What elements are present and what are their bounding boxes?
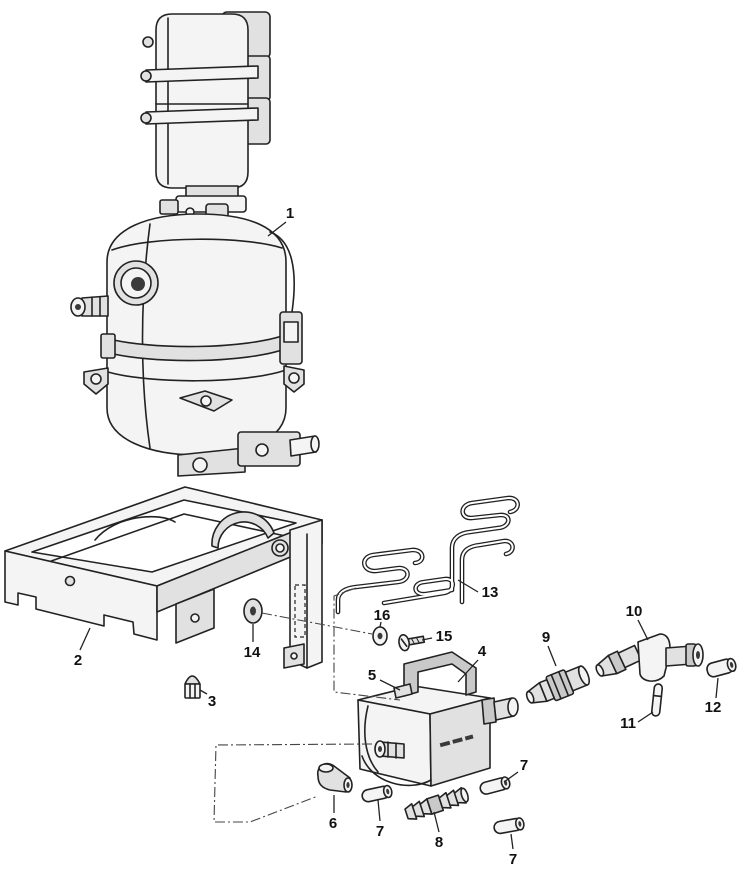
callout-leader-11 [637,711,654,723]
callout-label-12: 12 [705,699,722,716]
pump-inlet [374,740,405,759]
terminal-tab [140,112,152,124]
push-fit-elbow [595,633,704,682]
callout-label-8: 8 [435,834,443,851]
callout-leader-5 [379,679,401,691]
boiler-side-fitting [70,295,109,317]
callout-leader-1 [267,221,287,237]
callout-label-7c: 7 [509,851,517,868]
callout-label-10: 10 [626,603,643,620]
frame-hole [64,575,76,587]
callout-label-2: 2 [74,652,82,669]
callout-leader-12 [715,677,719,699]
tube-connector [479,776,511,795]
callout-label-1: 1 [286,205,294,222]
callout-label-14: 14 [244,644,261,661]
callout-label-16: 16 [374,607,391,624]
mounting-lug [283,365,305,393]
callout-leader-7a [377,799,381,822]
callout-leader-15 [421,637,433,641]
callout-leader-8 [433,811,440,833]
boiler-body [106,213,287,456]
callout-label-15: 15 [436,628,453,645]
mounting-lug [179,390,233,412]
callout-label-3: 3 [208,693,216,710]
bracket-frame [4,486,323,669]
callout-leader-2 [79,627,91,651]
callout-leader-10 [637,619,649,641]
callout-label-9: 9 [542,629,550,646]
callout-leader-7b [503,771,519,783]
thermostat-wire [269,231,295,313]
frame-front-plate [4,550,158,641]
tube-connector [493,817,525,835]
frame-rear-leg [289,519,323,669]
callout-labels: 1 2 3 4 5 6 7 7 7 8 9 10 11 12 13 14 15 … [74,205,722,868]
mounting-lug [83,367,109,395]
callout-label-11: 11 [620,715,636,732]
callout-leader-13 [457,579,479,593]
top-fitting [159,199,179,215]
callout-leader-7c [510,833,514,850]
callout-label-4: 4 [478,643,487,660]
callout-label-7b: 7 [520,757,528,774]
callout-label-7a: 7 [376,823,384,840]
strap-buckle [100,333,116,359]
callout-leader-4 [457,659,479,683]
pump-bracket-tab [393,683,413,699]
callout-leader-16 [379,621,382,628]
screw [398,633,426,652]
boiler-outlet-fittings [177,431,320,477]
callout-leader-3 [199,689,208,695]
callout-label-6: 6 [329,815,337,832]
barbed-adapter [404,786,469,820]
washer-small [372,626,388,646]
hex-adapter [525,665,591,704]
elbow-fitting [316,762,353,793]
frame-round-cutout [211,511,275,549]
pump-label-marking [439,734,474,748]
terminal-tab [140,70,152,82]
assembly-lines [213,587,401,823]
thermostat-front-housing [155,13,249,189]
terminal-tab [142,36,154,48]
callout-label-5: 5 [368,667,376,684]
tube-connector [361,784,393,803]
callout-label-13: 13 [482,584,499,601]
frame-slot [294,584,306,638]
callout-leaders [79,221,719,850]
rubber-foot [184,675,201,699]
washer-large [243,598,263,624]
tube-connector [706,657,737,678]
pump [357,651,519,787]
boiler [70,213,320,477]
thermostat-block [140,11,271,223]
callout-leader-9 [547,645,557,667]
locking-pin [650,683,664,717]
pump-outlet [481,697,519,725]
